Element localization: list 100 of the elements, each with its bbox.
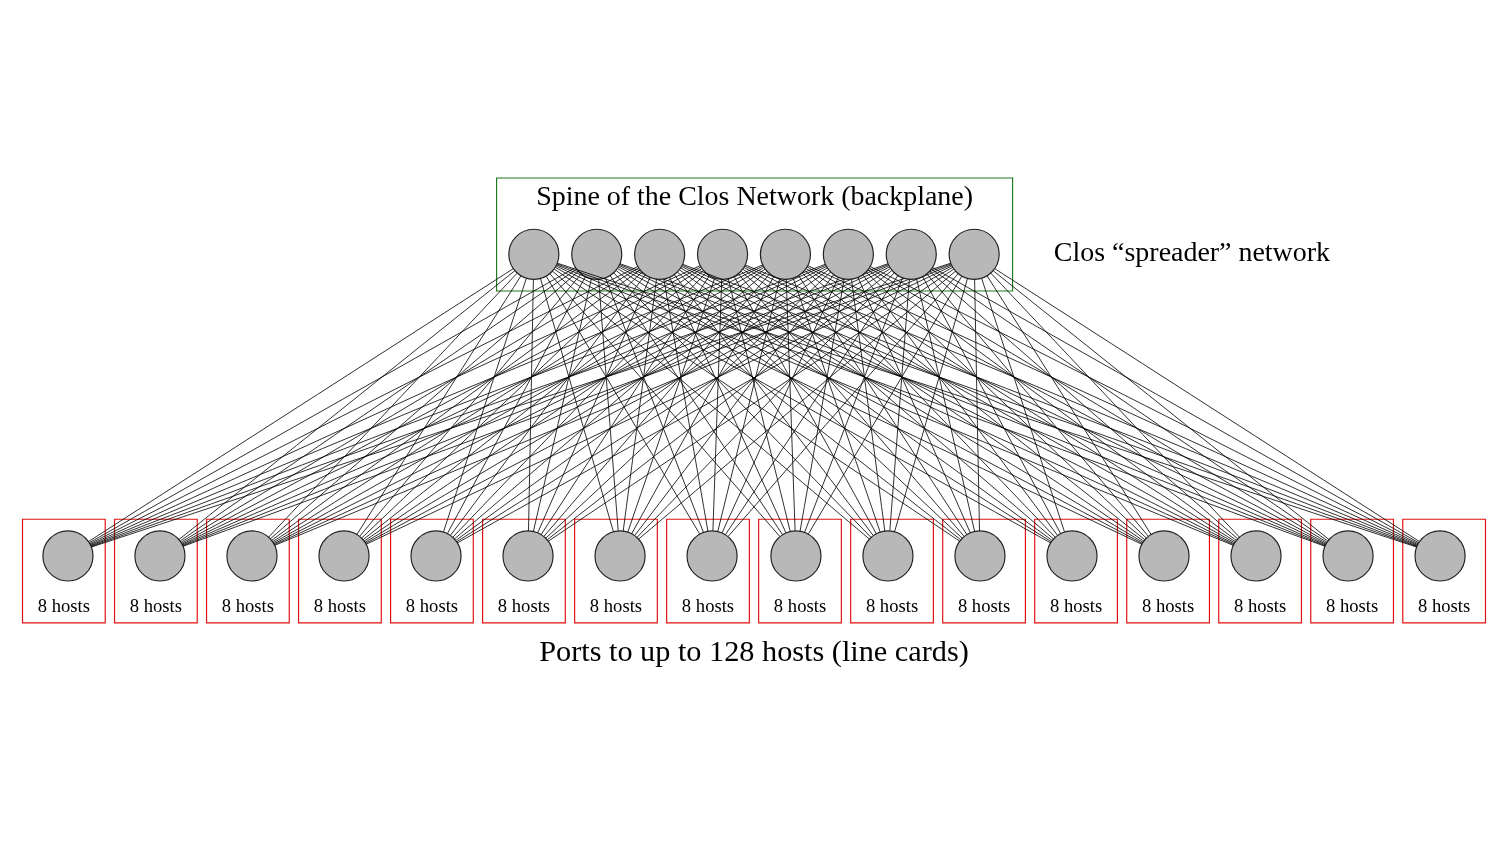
label: Clos “spreader” network	[1053, 236, 1331, 268]
cluster	[1126, 518, 1210, 624]
connector	[804, 270, 1146, 540]
connector	[270, 271, 579, 539]
connector	[802, 272, 1056, 538]
node-circle	[226, 530, 278, 582]
cluster	[574, 518, 658, 624]
node-label: 8 hosts	[865, 595, 919, 617]
connector	[740, 271, 1054, 540]
connector	[178, 270, 516, 540]
connector	[799, 279, 845, 532]
node-label: 8 hosts	[957, 595, 1011, 617]
connector	[725, 275, 899, 535]
cluster	[113, 518, 198, 624]
node-circle	[770, 530, 822, 582]
connector	[452, 272, 706, 538]
node-label: 8 hosts	[1418, 595, 1471, 617]
connector	[679, 269, 1053, 541]
connector	[717, 278, 781, 532]
node-circle	[1046, 530, 1098, 582]
connector	[443, 278, 527, 533]
connector	[916, 278, 975, 532]
connector	[271, 269, 641, 541]
node-circle	[822, 228, 874, 280]
node-circle	[318, 530, 370, 582]
cluster	[21, 518, 106, 624]
connector	[865, 271, 1147, 539]
connector	[359, 273, 582, 537]
cluster	[1402, 518, 1487, 624]
connector	[631, 276, 775, 535]
connector	[721, 277, 839, 534]
connector	[894, 278, 968, 533]
cluster	[205, 518, 290, 624]
connector	[862, 274, 1058, 536]
connector	[634, 274, 835, 536]
connector	[537, 277, 651, 534]
cluster	[850, 518, 934, 624]
node-circle	[696, 228, 749, 280]
node-label: 8 hosts	[773, 595, 827, 617]
connector	[454, 271, 768, 540]
connector	[990, 272, 1240, 538]
connector	[974, 279, 980, 532]
cluster	[1034, 518, 1118, 624]
node-label: 8 hosts	[1141, 595, 1195, 617]
connector	[929, 271, 1238, 539]
connector	[362, 270, 704, 540]
connector	[733, 276, 877, 535]
connector	[622, 279, 657, 532]
connector	[528, 279, 534, 532]
node-label: 8 hosts	[589, 595, 643, 617]
connector	[867, 269, 1237, 541]
connector	[922, 276, 1061, 534]
node-circle	[502, 530, 554, 582]
connector	[361, 271, 643, 539]
node-circle	[42, 530, 94, 582]
node-circle	[686, 530, 738, 582]
cluster	[1218, 518, 1303, 624]
connector	[673, 274, 874, 536]
connector	[540, 278, 614, 533]
connector	[450, 274, 646, 536]
node-circle	[410, 530, 462, 582]
connector	[785, 279, 796, 532]
node-label: 8 hosts	[129, 595, 183, 617]
cluster	[390, 518, 474, 624]
node-circle	[634, 228, 686, 280]
connector	[986, 275, 1152, 535]
connector	[792, 278, 881, 533]
connector	[981, 278, 1065, 533]
node-circle	[1414, 530, 1466, 582]
connector	[992, 270, 1330, 540]
connector	[669, 277, 787, 534]
connector	[857, 277, 971, 534]
node-circle	[1230, 530, 1282, 582]
connector	[447, 276, 586, 534]
node-circle	[508, 228, 560, 280]
connector	[598, 279, 619, 532]
connector	[627, 278, 716, 533]
node-circle	[862, 530, 914, 582]
connector	[889, 279, 910, 532]
connector	[268, 272, 518, 538]
node-label: 8 hosts	[37, 595, 90, 617]
node-label: 8 hosts	[1325, 595, 1379, 617]
node-circle	[571, 228, 623, 280]
caption: Ports to up to 128 hosts (line cards)	[539, 634, 969, 669]
node-label: 8 hosts	[313, 595, 367, 617]
node-label: 8 hosts	[1233, 595, 1287, 617]
node-label: 8 hosts	[681, 595, 735, 617]
connector	[455, 269, 829, 541]
connector	[605, 277, 704, 533]
node-circle	[948, 228, 1000, 280]
cluster	[1310, 518, 1395, 624]
node-circle	[594, 530, 646, 582]
connector	[712, 279, 723, 532]
node-label: 8 hosts	[405, 595, 459, 617]
cluster	[942, 518, 1026, 624]
node-label: 8 hosts	[221, 595, 275, 617]
connector	[609, 275, 783, 535]
cluster: Spine of the Clos Network (backplane)	[496, 177, 1014, 292]
node-label: 8 hosts	[497, 595, 551, 617]
node-label: 8 hosts	[1049, 595, 1103, 617]
